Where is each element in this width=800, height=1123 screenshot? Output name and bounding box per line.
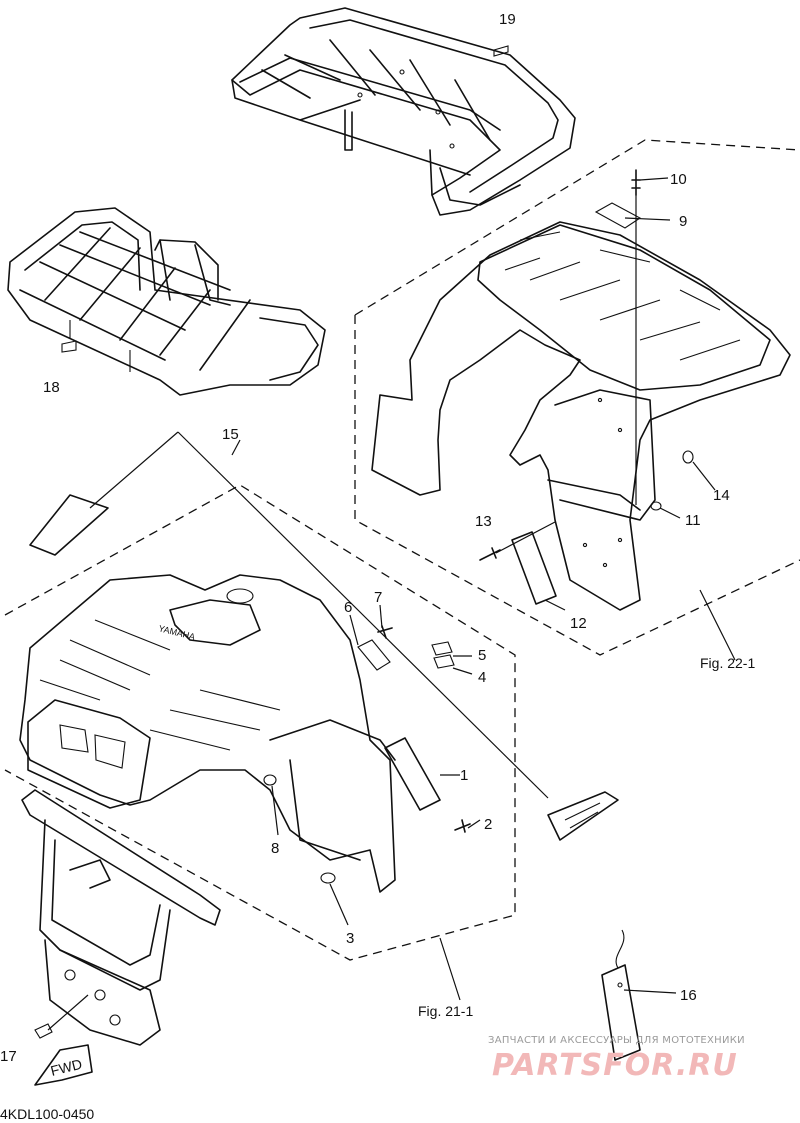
callout-19: 19 bbox=[499, 11, 516, 28]
watermark-logo: PARTSFOR.RU bbox=[492, 1048, 738, 1083]
rear-carrier bbox=[231, 7, 576, 216]
watermark-tagline: ЗАПЧАСТИ И АКСЕССУАРЫ ДЛЯ МОТОТЕХНИКИ bbox=[488, 1035, 745, 1046]
fwd-label: FWD bbox=[49, 1056, 84, 1079]
front-bumper bbox=[21, 789, 221, 1046]
decal-set bbox=[29, 431, 619, 841]
fwd-arrow: FWD bbox=[34, 1044, 93, 1086]
figure-ref-front: Fig. 21-1 bbox=[418, 1003, 473, 1019]
callout-9: 9 bbox=[679, 213, 687, 230]
callout-13: 13 bbox=[475, 513, 492, 530]
callouts: 1 2 3 4 5 6 7 8 9 10 11 12 13 14 15 16 1… bbox=[0, 11, 730, 1065]
front-carrier bbox=[7, 207, 326, 396]
callout-17: 17 bbox=[0, 1048, 17, 1065]
callout-12: 12 bbox=[570, 615, 587, 632]
callout-7: 7 bbox=[374, 589, 382, 606]
callout-14: 14 bbox=[713, 487, 730, 504]
callout-3: 3 bbox=[346, 930, 354, 947]
callout-11: 11 bbox=[685, 512, 701, 529]
rear-fender-group bbox=[354, 139, 800, 661]
callout-4: 4 bbox=[478, 669, 486, 686]
callout-8: 8 bbox=[271, 840, 279, 857]
callout-6: 6 bbox=[344, 599, 352, 616]
callout-2: 2 bbox=[484, 816, 492, 833]
callout-18: 18 bbox=[43, 379, 60, 396]
callout-1: 1 bbox=[460, 767, 468, 784]
callout-15: 15 bbox=[222, 426, 239, 443]
callout-10: 10 bbox=[670, 171, 687, 188]
part-code: 4KDL100-0450 bbox=[0, 1106, 94, 1122]
front-fender-group: YAMAHA bbox=[4, 484, 516, 1001]
callout-16: 16 bbox=[680, 987, 697, 1004]
callout-5: 5 bbox=[478, 647, 486, 664]
figure-ref-rear: Fig. 22-1 bbox=[700, 655, 755, 671]
tag bbox=[601, 929, 677, 1061]
